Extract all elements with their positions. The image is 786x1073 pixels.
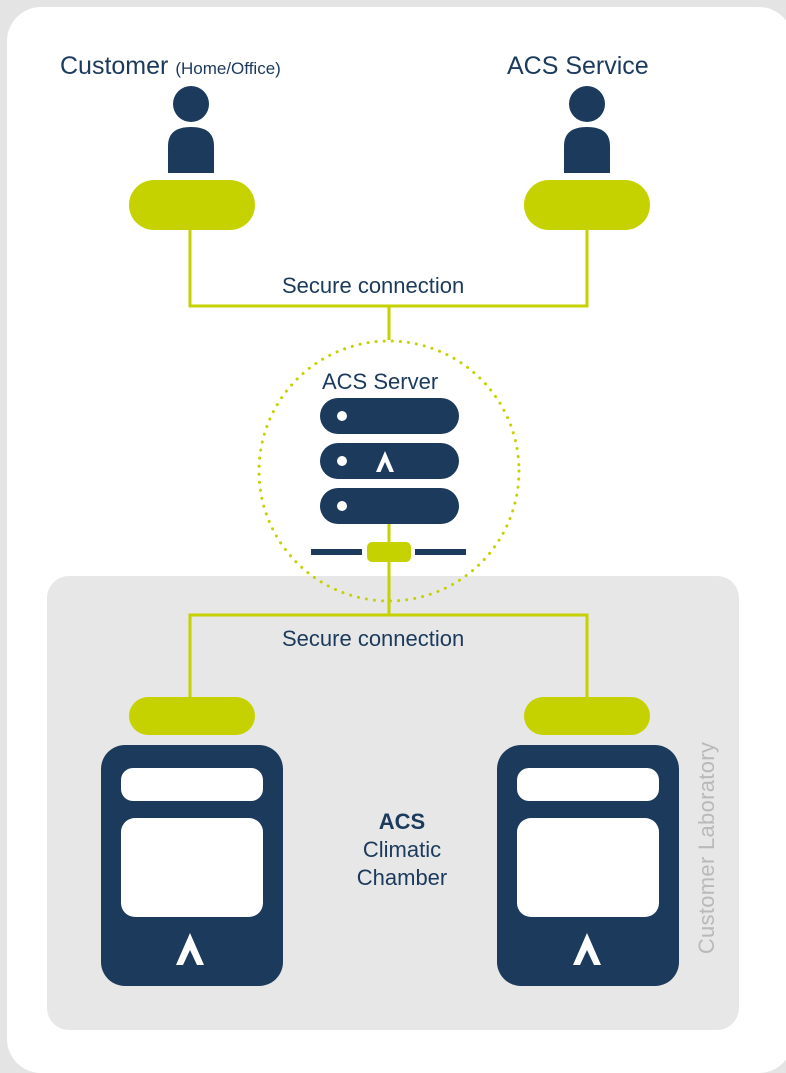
left-climatic-chamber-icon: [101, 745, 283, 986]
chamber-name: ACS Climatic Chamber: [357, 808, 447, 892]
left-chamber-connector: [129, 697, 255, 735]
chamber-brand: ACS: [378, 809, 426, 834]
customer-person-icon: [168, 86, 214, 173]
chamber-line2: Chamber: [356, 865, 448, 890]
service-label: ACS Service: [507, 52, 649, 80]
customer-laptop-icon: [129, 180, 255, 230]
right-chamber-connector: [524, 697, 650, 735]
service-person-icon: [564, 86, 610, 173]
bottom-connection-label: Secure connection: [282, 626, 465, 651]
bottom-connection-lines: [188, 560, 589, 697]
server-acs-logo-icon: [376, 451, 394, 472]
customer-label-text: Customer: [60, 52, 169, 80]
right-climatic-chamber-icon: [497, 745, 679, 986]
customer-sublabel: (Home/Office): [175, 59, 281, 78]
left-chamber-acs-logo-icon: [176, 933, 204, 965]
top-connection-lines: [188, 230, 589, 340]
chamber-line1: Climatic: [362, 837, 442, 862]
network-switch-icon: [311, 542, 466, 562]
server-rack-icon: [320, 398, 459, 524]
customer-laboratory-label: Customer Laboratory: [694, 741, 719, 955]
customer-label: Customer (Home/Office): [60, 52, 281, 81]
service-laptop-icon: [524, 180, 650, 230]
server-label: ACS Server: [322, 369, 439, 394]
right-chamber-acs-logo-icon: [573, 933, 601, 965]
top-connection-label: Secure connection: [282, 273, 465, 298]
